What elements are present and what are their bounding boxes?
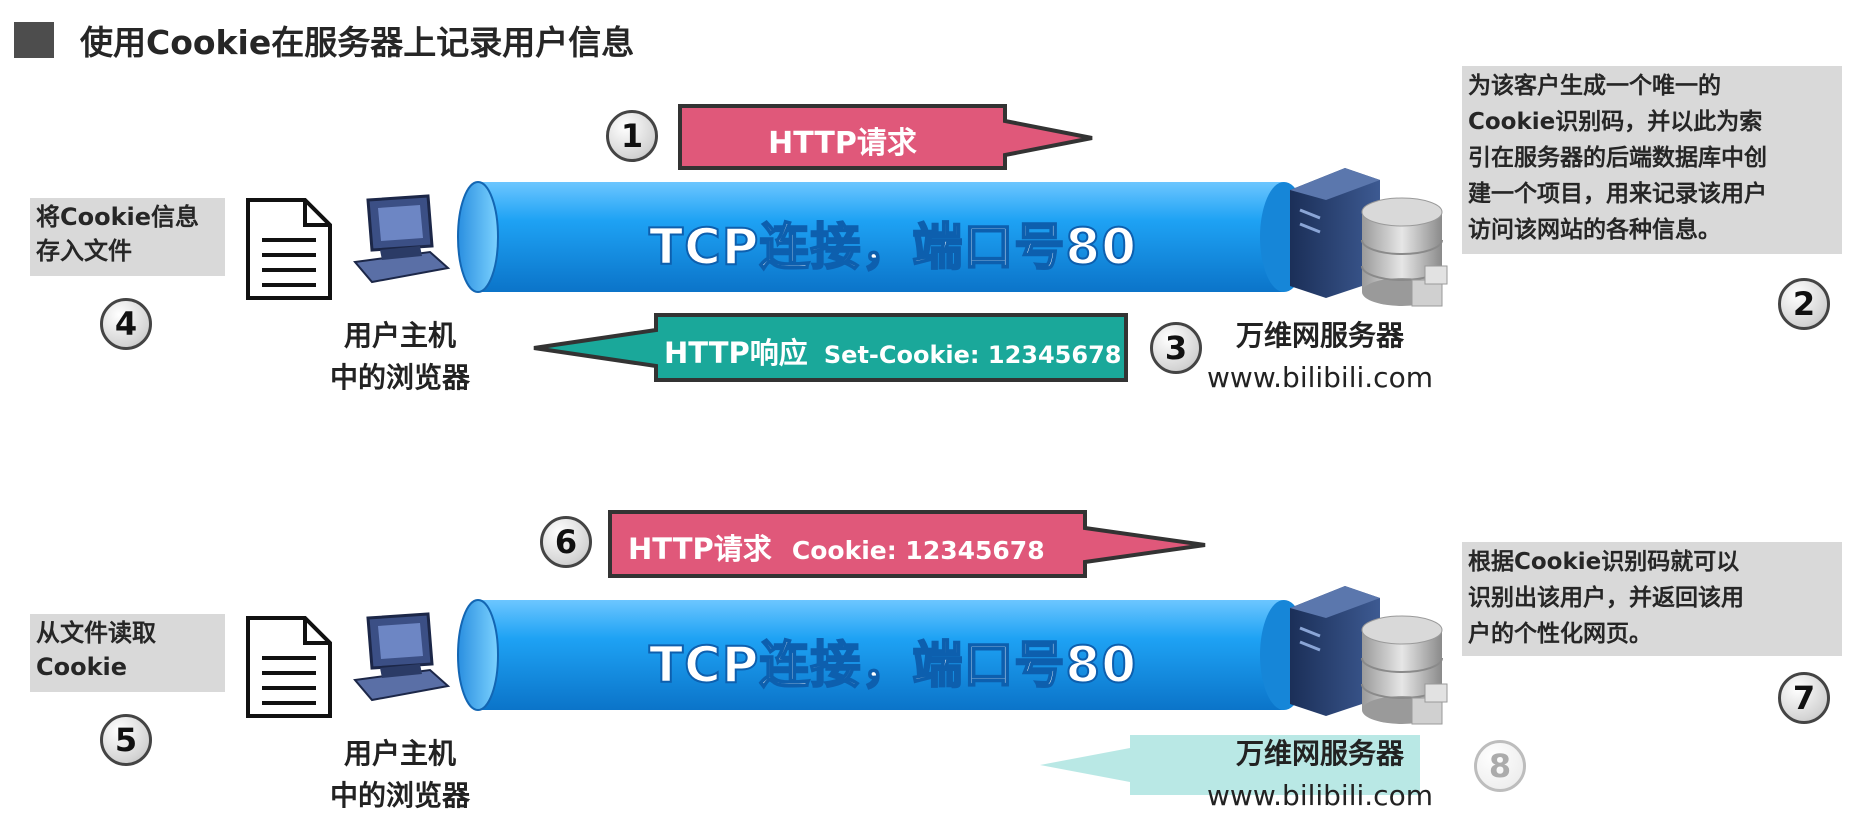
top-response-arrow xyxy=(533,313,1128,382)
top-request-label: HTTP请求 xyxy=(768,126,917,161)
bottom-tcp-label: TCP连接，端口号80 xyxy=(648,635,1138,695)
step-3-badge: 3 xyxy=(1150,322,1202,374)
top-response-cookie: Set-Cookie: 12345678 xyxy=(823,341,1122,369)
top-response-label: HTTP响应 Set-Cookie: 12345678 xyxy=(664,330,1121,372)
top-host-label: 用户主机 中的浏览器 xyxy=(329,319,470,394)
step-5-badge: 5 xyxy=(100,714,152,766)
bottom-request-arrow xyxy=(608,510,1206,578)
step-7-badge: 7 xyxy=(1778,672,1830,724)
bottom-request-title: HTTP请求 xyxy=(628,532,772,566)
top-response-title: HTTP响应 xyxy=(664,336,808,370)
step-2-badge: 2 xyxy=(1778,278,1830,330)
bottom-request-label: HTTP请求 Cookie: 12345678 xyxy=(628,526,1045,568)
top-request-arrow xyxy=(678,104,1093,170)
page-title: 使用Cookie在服务器上记录用户信息 xyxy=(80,23,635,62)
top-right-note: 为该客户生成一个唯一的 Cookie识别码，并以此为索 引在服务器的后端数据库中… xyxy=(1462,66,1842,254)
step-1-badge: 1 xyxy=(606,110,658,162)
bottom-server-icon xyxy=(1290,586,1380,716)
title-marker xyxy=(14,22,54,58)
bottom-database-icon xyxy=(1361,615,1448,725)
top-server-label: 万维网服务器 www.bilibili.com xyxy=(1207,319,1433,394)
top-database-icon xyxy=(1361,197,1448,307)
bottom-right-note: 根据Cookie识别码就可以 识别出该用户，并返回该用 户的个性化网页。 xyxy=(1462,542,1842,656)
bottom-computer-icon xyxy=(353,612,451,702)
top-tcp-label: TCP连接，端口号80 xyxy=(648,217,1138,277)
bottom-faded-response-arrow xyxy=(1040,735,1420,795)
top-computer-icon xyxy=(353,194,451,284)
bottom-left-note: 从文件读取 Cookie xyxy=(30,614,225,692)
bottom-server-label: 万维网服务器 www.bilibili.com xyxy=(1207,737,1433,812)
bottom-tcp-tube xyxy=(457,599,1308,711)
top-left-note: 将Cookie信息 存入文件 xyxy=(30,198,225,276)
bottom-document-icon xyxy=(246,616,332,718)
top-document-icon xyxy=(246,198,332,300)
step-8-badge: 8 xyxy=(1474,740,1526,792)
bottom-request-cookie: Cookie: 12345678 xyxy=(791,536,1045,565)
top-server-icon xyxy=(1290,168,1380,298)
step-4-badge: 4 xyxy=(100,298,152,350)
step-6-badge: 6 xyxy=(540,516,592,568)
bottom-host-label: 用户主机 中的浏览器 xyxy=(329,737,470,812)
